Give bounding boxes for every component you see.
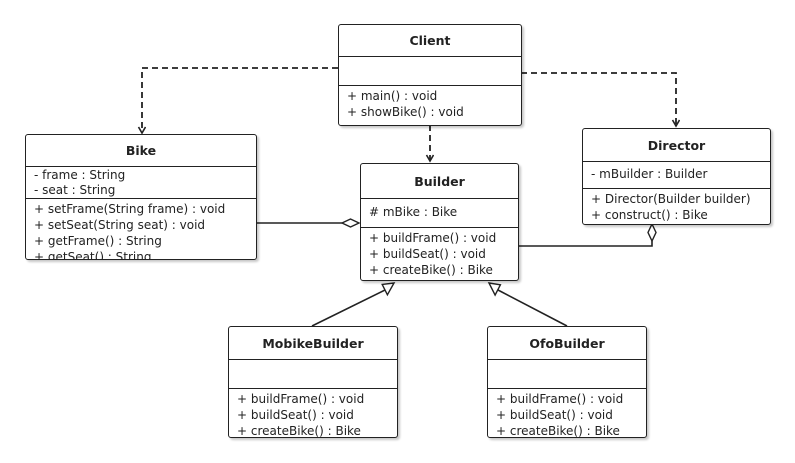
class-name: Bike (26, 135, 256, 167)
aggregation-director-builder (519, 241, 653, 247)
method: + getFrame() : String (34, 234, 162, 248)
class-methods: + buildFrame() : void + buildSeat() : vo… (229, 388, 397, 438)
aggregation-diamond-builder (340, 218, 361, 228)
class-bike[interactable]: Bike - frame : String - seat : String + … (25, 134, 257, 260)
method: + buildFrame() : void (496, 392, 624, 406)
class-methods: + buildFrame() : void + buildSeat() : vo… (361, 227, 518, 278)
class-attributes (488, 360, 646, 388)
attribute: - frame : String (34, 168, 126, 182)
class-methods: + buildFrame() : void + buildSeat() : vo… (488, 388, 646, 438)
class-methods: + setFrame(String frame) : void + setSea… (26, 198, 256, 260)
dependency-client-director (521, 72, 676, 126)
generalization-ofo-builder (497, 289, 568, 327)
class-client[interactable]: Client + main() : void + showBike() : vo… (338, 24, 522, 126)
class-attributes (229, 360, 397, 388)
class-attributes: # mBike : Bike (361, 199, 518, 227)
method: + createBike() : Bike (237, 424, 361, 438)
attribute: - seat : String (34, 183, 116, 197)
method: + buildSeat() : void (237, 408, 354, 422)
method: + buildSeat() : void (369, 247, 486, 261)
class-methods: + Director(Builder builder) + construct(… (583, 188, 770, 223)
class-name: Client (339, 25, 521, 57)
attribute: # mBike : Bike (369, 205, 458, 219)
class-attributes: - mBuilder : Builder (583, 162, 770, 188)
attribute: - mBuilder : Builder (591, 167, 708, 181)
method: + construct() : Bike (591, 208, 708, 222)
dependency-client-bike (142, 67, 338, 133)
class-attributes (339, 57, 521, 85)
method: + main() : void (347, 89, 438, 103)
method: + buildSeat() : void (496, 408, 613, 422)
class-mobike-builder[interactable]: MobikeBuilder + buildFrame() : void + bu… (228, 326, 398, 438)
class-name: OfoBuilder (488, 327, 646, 360)
method: + Director(Builder builder) (591, 192, 751, 206)
class-name: MobikeBuilder (229, 327, 397, 360)
aggregation-diamond-director (647, 222, 657, 243)
method: + buildFrame() : void (369, 231, 497, 245)
method: + showBike() : void (347, 105, 464, 119)
class-methods: + main() : void + showBike() : void (339, 85, 521, 120)
method: + buildFrame() : void (237, 392, 365, 406)
method: + getSeat() : String (34, 250, 152, 260)
method: + createBike() : Bike (369, 263, 493, 277)
class-ofo-builder[interactable]: OfoBuilder + buildFrame() : void + build… (487, 326, 647, 438)
generalization-mobike-builder (311, 289, 386, 327)
class-director[interactable]: Director - mBuilder : Builder + Director… (582, 128, 771, 225)
class-name: Builder (361, 164, 518, 199)
class-name: Director (583, 129, 770, 162)
method: + setSeat(String seat) : void (34, 218, 206, 232)
method: + setFrame(String frame) : void (34, 202, 226, 216)
class-builder[interactable]: Builder # mBike : Bike + buildFrame() : … (360, 163, 519, 281)
generalization-triangle-mobike (381, 282, 396, 297)
class-attributes: - frame : String - seat : String (26, 167, 256, 198)
method: + createBike() : Bike (496, 424, 620, 438)
generalization-triangle-ofo (487, 282, 502, 297)
